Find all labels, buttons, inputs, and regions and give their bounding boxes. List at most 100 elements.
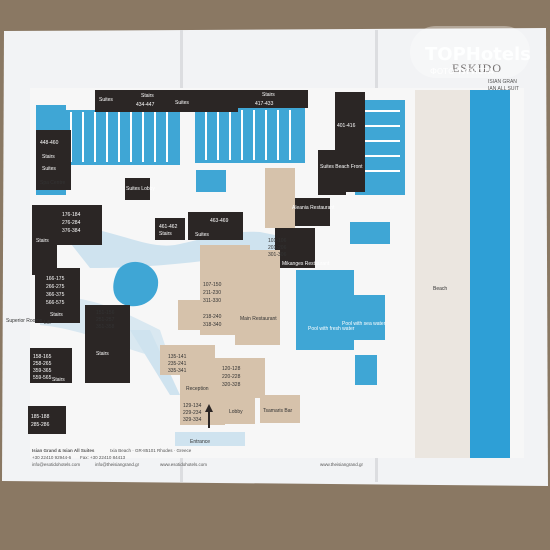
label-lobby: Lobby bbox=[229, 409, 243, 415]
watermark: TOPHotels ФОТО ТУРИСТА bbox=[410, 26, 531, 78]
building-176 bbox=[32, 205, 102, 245]
footer-fax: Fax: +30 22410 84413 bbox=[80, 455, 126, 460]
label-rooms: 335-341 bbox=[168, 368, 187, 374]
label-suites: Suites bbox=[195, 232, 209, 238]
label-stairs: Stairs bbox=[50, 312, 63, 318]
label-rooms: 285-286 bbox=[31, 422, 50, 428]
entrance-arrow-shaft bbox=[208, 412, 210, 428]
label-stairs: Stairs bbox=[262, 92, 275, 98]
label-rooms: 566-575 bbox=[46, 300, 65, 306]
label-rooms: 266-275 bbox=[46, 284, 65, 290]
label-lift: Lift bbox=[44, 320, 51, 326]
label-rooms: 151-156 bbox=[96, 310, 115, 316]
label-rooms: 220-228 bbox=[222, 374, 241, 380]
label-suites: Suites bbox=[42, 166, 56, 172]
label-rooms: 276-284 bbox=[62, 220, 81, 226]
building-448 bbox=[36, 130, 71, 190]
building-aleania bbox=[290, 198, 330, 226]
building-tan-left bbox=[178, 300, 203, 330]
label-rooms: 129-134 bbox=[183, 403, 202, 409]
building-suites-417b bbox=[238, 90, 308, 108]
watermark-text: TOPHotels bbox=[425, 44, 531, 65]
building-461 bbox=[155, 218, 185, 240]
label-rooms: 359-365 bbox=[33, 368, 52, 374]
label-rooms: 176-184 bbox=[62, 212, 81, 218]
building-suites-lobby bbox=[125, 178, 150, 200]
footer-address: Ixia Beach · GR-85101 Rhodes · Greece bbox=[110, 448, 192, 453]
entrance-arrow-icon bbox=[205, 404, 213, 412]
label-beach-front: Suites Beach Front bbox=[320, 164, 363, 170]
label-suites: Suites bbox=[175, 100, 189, 106]
label-stairs: Stairs bbox=[52, 377, 65, 383]
label-stairs: Stairs bbox=[159, 231, 172, 237]
label-superior-rooms: Superior Rooms bbox=[6, 318, 43, 324]
building-main-restaurant bbox=[235, 250, 280, 345]
label-pool-fresh: Pool with fresh water bbox=[308, 326, 355, 332]
building-135 bbox=[160, 345, 215, 375]
footer-email: info@esotidohotels.com bbox=[32, 462, 80, 467]
watermark-subtext: ФОТО ТУРИСТА bbox=[430, 67, 494, 76]
label-rooms: 461-462 bbox=[159, 224, 178, 230]
label-tsamaris-bar: Tsamaris Bar bbox=[263, 408, 293, 414]
label-entrance: Entrance bbox=[190, 439, 210, 445]
pool-top-mid bbox=[195, 108, 305, 163]
label-rooms: 448-460 bbox=[40, 140, 59, 146]
label-rooms: 376-384 bbox=[62, 228, 81, 234]
label-suites: Suites bbox=[99, 97, 113, 103]
garden-path bbox=[130, 330, 180, 395]
sea bbox=[470, 90, 510, 458]
building-tsamaris-bar bbox=[260, 395, 300, 423]
label-mikanges: Mikanges Restaurant bbox=[282, 261, 330, 267]
label-rooms: 107-150 bbox=[203, 282, 222, 288]
building-suites-417 bbox=[168, 90, 238, 112]
footer-web-1: www.esotidohotels.com bbox=[160, 462, 207, 467]
building-suites-434 bbox=[95, 90, 170, 112]
label-stairs: Stairs bbox=[42, 154, 55, 160]
label-rooms: 320-328 bbox=[222, 382, 241, 388]
pool-small-top bbox=[350, 222, 390, 244]
building-463 bbox=[188, 212, 243, 240]
lagoon-pool bbox=[113, 261, 159, 307]
label-rooms: 351-358 bbox=[96, 324, 115, 330]
label-rooms: 301-306 bbox=[268, 252, 287, 258]
label-rooms: 185-188 bbox=[31, 414, 50, 420]
building-101 bbox=[275, 228, 315, 268]
building-beach-front bbox=[318, 150, 346, 195]
label-stairs: Stairs bbox=[36, 238, 49, 244]
label-rooms: 218-240 bbox=[203, 314, 222, 320]
label-rooms: 201-206 bbox=[268, 245, 287, 251]
label-rooms: 417-433 bbox=[255, 101, 274, 107]
label-rooms: 559-565 bbox=[33, 375, 52, 381]
pool-small-mid bbox=[196, 170, 226, 192]
label-rooms: 434-447 bbox=[136, 102, 155, 108]
label-rooms: 401-416 bbox=[337, 123, 356, 129]
logo-text: ESKIDO bbox=[452, 61, 502, 75]
entrance-area bbox=[175, 432, 245, 446]
building-158 bbox=[30, 348, 72, 383]
label-rooms: 318-340 bbox=[203, 322, 222, 328]
label-rooms: 158-165 bbox=[33, 354, 52, 360]
label-rooms: 251-257 bbox=[96, 317, 115, 323]
label-stairs: Stairs bbox=[96, 351, 109, 357]
label-rooms: 135-141 bbox=[168, 354, 187, 360]
label-rooms: 211-230 bbox=[203, 290, 221, 296]
label-reception: Reception bbox=[186, 386, 209, 392]
building-tan-top bbox=[265, 168, 295, 228]
building-120 bbox=[215, 358, 265, 398]
footer-phone: +30 22410 92944-6 bbox=[32, 455, 72, 460]
label-pool-sea: Pool with sea water bbox=[342, 321, 386, 327]
label-rooms: 166-175 bbox=[46, 276, 65, 282]
label-rooms: 120-128 bbox=[222, 366, 241, 372]
label-beach: Beach bbox=[433, 286, 447, 292]
label-main-restaurant: Main Restaurant bbox=[240, 316, 277, 322]
label-rooms: 235-241 bbox=[168, 361, 187, 367]
label-suites-lobby: Suites Lobby bbox=[126, 186, 155, 192]
balcony-stripes bbox=[70, 110, 400, 172]
label-rooms: 366-375 bbox=[46, 292, 65, 298]
watermark-bubble bbox=[410, 26, 530, 78]
footer-hotel-name: Isian Grand & Isian All Suites bbox=[32, 448, 95, 453]
footer-email-2: info@theisiangrand.gr bbox=[95, 462, 140, 467]
label-rooms: 229-234 bbox=[183, 410, 202, 416]
